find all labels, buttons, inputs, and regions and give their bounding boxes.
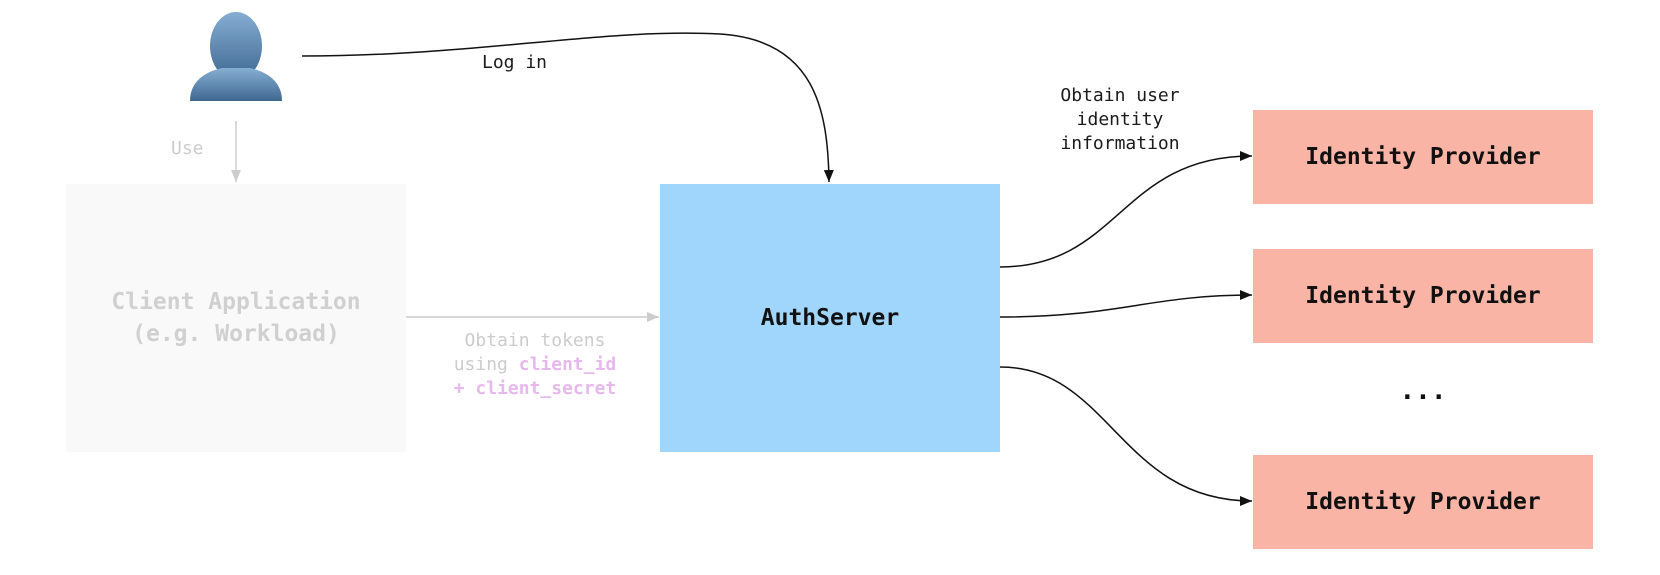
- identity-provider-label: Identity Provider: [1305, 144, 1541, 170]
- identity-provider-box-3: Identity Provider: [1253, 455, 1593, 549]
- obtain-identity-line2: identity: [1076, 109, 1164, 130]
- identity-provider-label: Identity Provider: [1305, 283, 1541, 309]
- client-id-code: client_id: [518, 354, 617, 375]
- obtain-identity-label: Obtain user identity information: [1040, 84, 1200, 156]
- edge-to-idp-1: [999, 151, 1253, 268]
- more-providers-ellipsis: ...: [1399, 376, 1447, 406]
- obtain-tokens-line2: using client_id: [440, 353, 630, 377]
- edge-log-in: [301, 32, 834, 183]
- client-secret-code: + client_secret: [453, 378, 617, 399]
- auth-server-box: AuthServer: [660, 184, 1000, 452]
- client-application-label-line1: Client Application: [111, 289, 361, 315]
- obtain-identity-line3: information: [1060, 133, 1180, 154]
- edge-to-idp-3: [999, 366, 1253, 506]
- user-silhouette-icon: [190, 12, 282, 101]
- obtain-tokens-using: using: [453, 354, 519, 375]
- identity-provider-box-2: Identity Provider: [1253, 249, 1593, 343]
- client-application-box: Client Application (e.g. Workload): [66, 184, 406, 452]
- obtain-identity-line1: Obtain user: [1060, 85, 1180, 106]
- identity-provider-box-1: Identity Provider: [1253, 110, 1593, 204]
- use-label: Use: [171, 138, 204, 159]
- auth-server-label: AuthServer: [760, 305, 900, 331]
- client-application-label-line2: (e.g. Workload): [132, 321, 340, 347]
- edge-to-idp-2: [999, 290, 1253, 318]
- obtain-tokens-label: Obtain tokens using client_id + client_s…: [440, 329, 630, 401]
- log-in-label: Log in: [482, 52, 548, 73]
- obtain-tokens-line1: Obtain tokens: [464, 330, 606, 351]
- identity-provider-label: Identity Provider: [1305, 489, 1541, 515]
